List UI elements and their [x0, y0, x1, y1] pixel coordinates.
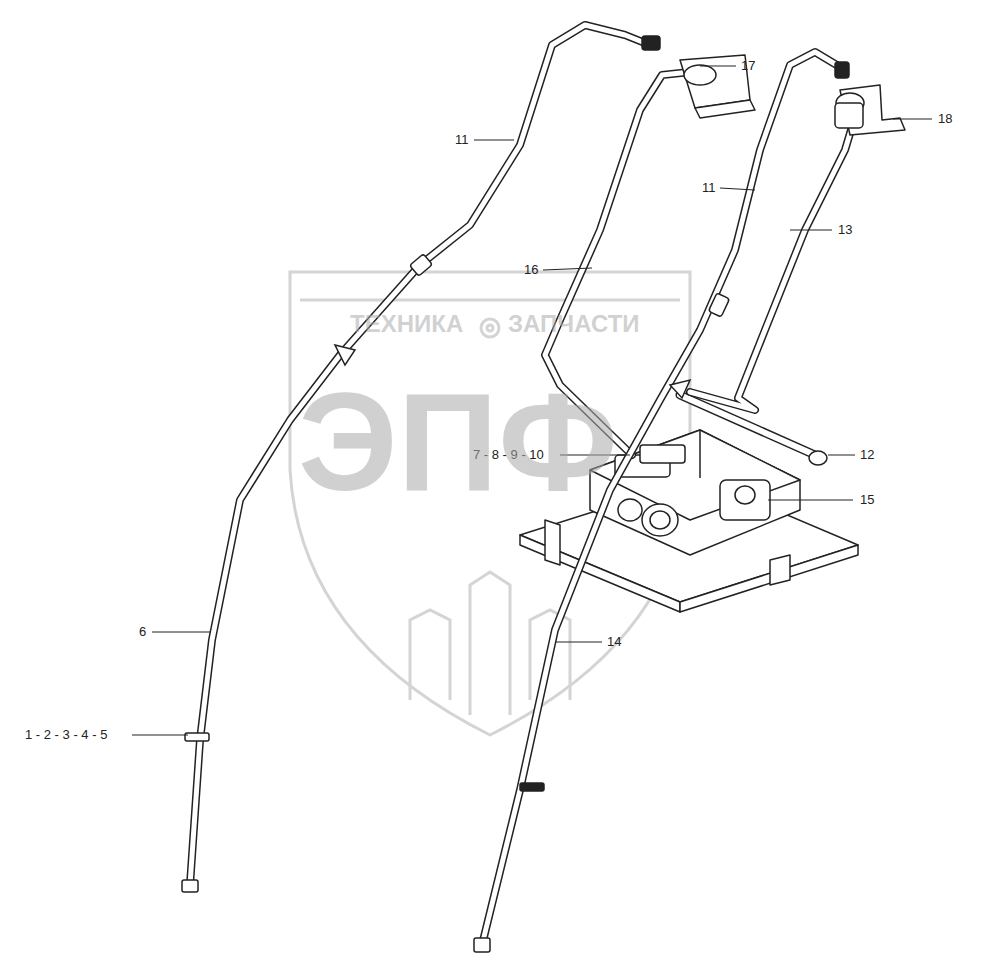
watermark-text: ТЕХНИКА	[350, 312, 463, 336]
callout-number: 6	[139, 624, 146, 640]
callout-number: 18	[938, 111, 952, 127]
callout-number: 12	[860, 447, 874, 463]
leader-lines	[132, 66, 932, 735]
callout-number: 1 - 2 - 3 - 4 - 5	[25, 727, 107, 743]
callout-number: 11	[702, 180, 716, 196]
watermark-text: ЭПФ	[298, 372, 618, 512]
fittings	[182, 36, 849, 952]
callout-number: 15	[860, 492, 874, 508]
callout-number: 17	[741, 58, 755, 74]
callout-number: 14	[607, 634, 621, 650]
hoses	[190, 25, 860, 945]
callout-number: 11	[455, 132, 469, 148]
callout-number: 16	[524, 262, 538, 278]
brackets	[680, 55, 905, 135]
watermark-text: ЗАПЧАСТИ	[508, 312, 640, 336]
callout-number: 13	[838, 222, 852, 238]
